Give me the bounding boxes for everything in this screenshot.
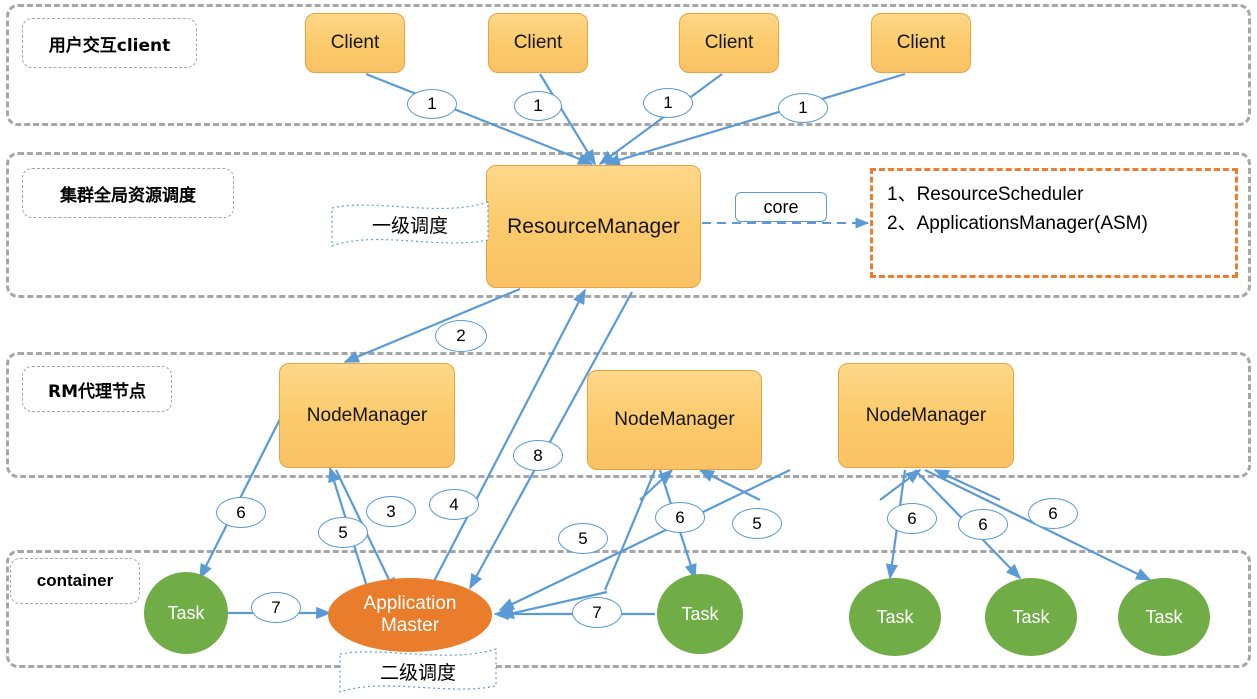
task-circle-3[interactable]: Task <box>849 578 941 656</box>
step-bubble-7-right: 7 <box>572 597 622 628</box>
step-bubble-1d: 1 <box>778 93 828 123</box>
step-bubble-1c: 1 <box>643 88 693 118</box>
step-bubble-6-nm3-b: 6 <box>958 509 1008 540</box>
ribbon-level2-scheduling: 二级调度 <box>338 646 498 696</box>
node-manager-box-2[interactable]: NodeManager <box>587 370 762 470</box>
step-bubble-7-left: 7 <box>251 592 301 623</box>
band-client <box>6 4 1251 126</box>
resource-manager-box[interactable]: ResourceManager <box>486 165 701 288</box>
core-details-box: 1、ResourceScheduler 2、ApplicationsManage… <box>870 168 1238 278</box>
ribbon-level1-shape <box>331 201 489 247</box>
client-box-2[interactable]: Client <box>488 13 588 73</box>
node-manager-box-1[interactable]: NodeManager <box>279 363 455 468</box>
step-bubble-1b: 1 <box>514 91 562 121</box>
ribbon-level2-label: 二级调度 <box>379 661 456 684</box>
band-label-rm-agent-node: RM代理节点 <box>22 366 172 412</box>
ribbon-level1-label: 一级调度 <box>371 214 448 237</box>
core-detail-line-2: 2、ApplicationsManager(ASM) <box>887 212 1148 234</box>
step-bubble-6-nm3-c: 6 <box>1028 498 1078 529</box>
step-bubble-5-am-nm1: 5 <box>318 517 368 548</box>
step-bubble-2: 2 <box>435 320 487 352</box>
application-master-line-1: Application <box>363 593 457 615</box>
step-bubble-5-nm2-right: 5 <box>732 508 782 539</box>
step-bubble-4: 4 <box>429 489 479 520</box>
band-label-container: container <box>10 558 140 604</box>
step-bubble-5-nm2-left: 5 <box>558 523 608 554</box>
client-box-3[interactable]: Client <box>679 13 779 73</box>
step-bubble-3: 3 <box>366 496 416 527</box>
band-rm-agent-node <box>6 352 1251 478</box>
band-container <box>6 550 1251 668</box>
node-manager-box-3[interactable]: NodeManager <box>838 363 1014 468</box>
core-label-box: core <box>735 192 827 222</box>
task-circle-1[interactable]: Task <box>144 572 228 654</box>
ribbon-level2-shape <box>339 648 497 693</box>
core-detail-line-1: 1、ResourceScheduler <box>887 184 1084 205</box>
step-bubble-6-nm1: 6 <box>216 497 266 528</box>
ribbon-level1-scheduling: 一级调度 <box>330 198 490 250</box>
task-circle-4[interactable]: Task <box>985 578 1077 656</box>
step-bubble-6-nm2: 6 <box>655 502 705 533</box>
task-circle-2[interactable]: Task <box>657 574 743 654</box>
client-box-1[interactable]: Client <box>305 13 405 73</box>
step-bubble-1a: 1 <box>407 89 457 119</box>
step-bubble-6-nm3-a: 6 <box>887 503 937 534</box>
band-label-cluster-scheduling: 集群全局资源调度 <box>22 168 234 218</box>
task-circle-5[interactable]: Task <box>1118 578 1210 656</box>
application-master-ellipse[interactable]: Application Master <box>328 578 492 652</box>
application-master-line-2: Master <box>380 615 440 636</box>
band-label-client: 用户交互client <box>22 18 197 68</box>
step-bubble-8: 8 <box>513 440 563 471</box>
client-box-4[interactable]: Client <box>871 13 971 73</box>
